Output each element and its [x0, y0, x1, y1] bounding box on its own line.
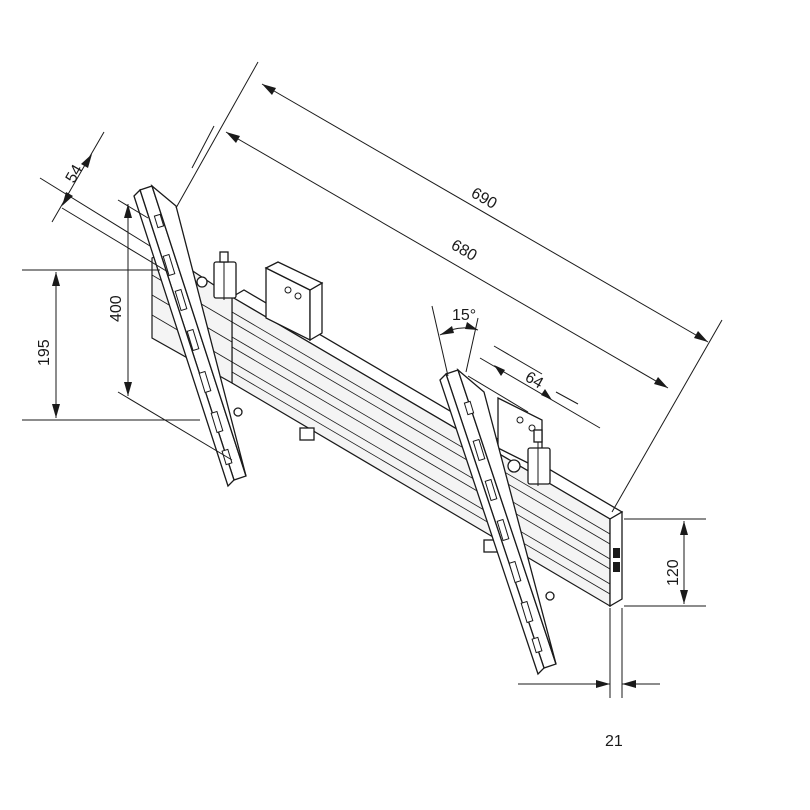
- dim-690-label: 690: [468, 185, 500, 213]
- left-tv-bracket: [133, 184, 247, 488]
- dim-120-label: 120: [665, 559, 682, 586]
- dim-195-label: 195: [36, 339, 53, 366]
- wall-plate: [264, 261, 499, 553]
- dim-15-degree-label: 15°: [452, 307, 476, 324]
- dim-400-label: 400: [108, 295, 125, 322]
- dim-680-label: 680: [448, 237, 480, 265]
- dimension-lines: [22, 61, 723, 698]
- dim-21-label: 21: [605, 733, 623, 750]
- right-tv-bracket: [439, 368, 557, 676]
- dim-54-label: 54: [63, 162, 87, 186]
- dim-64-label: 64: [522, 369, 546, 393]
